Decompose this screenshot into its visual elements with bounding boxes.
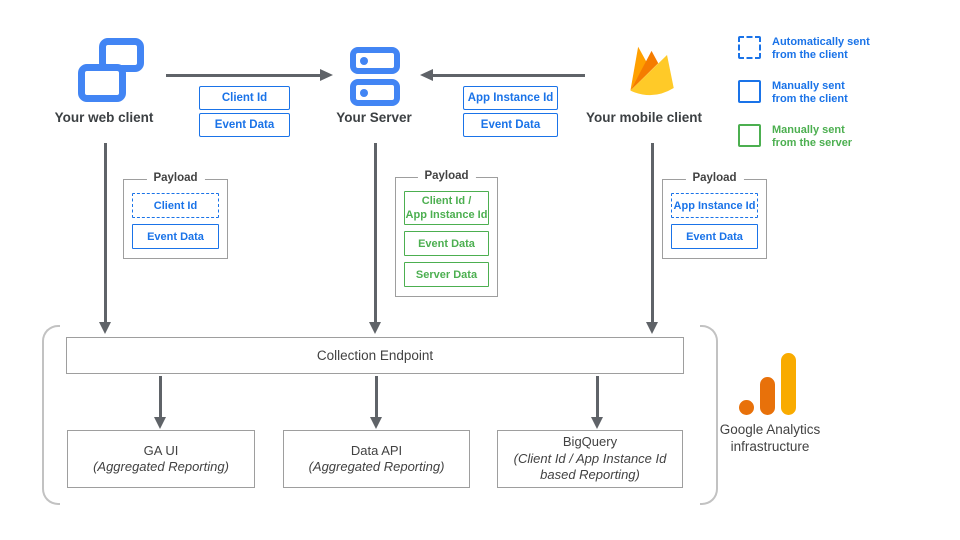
arrow-web-to-endpoint [104,143,107,323]
arrow-endpoint-to-gaui [159,376,162,417]
arrow-endpoint-to-dataapi [375,376,378,417]
window-front-shape [78,64,126,102]
legend-label: Manually sent from the server [772,124,853,149]
arrowhead-down-icon [646,322,658,334]
legend-label: Manually sent from the client [772,80,848,105]
output-subtitle: (Aggregated Reporting) [93,459,229,474]
payload-title: Payload [146,172,205,184]
legend: Automatically sent from the client Manua… [738,36,870,150]
infrastructure-caption: Google Analytics infrastructure [698,421,842,455]
output-title: BigQuery [562,434,618,450]
payload-item-client-or-app-instance-id: Client Id / App Instance Id [404,191,489,225]
mobile-client-label: Your mobile client [585,110,702,125]
ga-logo-dot [739,400,754,415]
output-data-api-box: Data API (Aggregated Reporting) [283,430,470,488]
payload-title: Payload [685,172,744,184]
arrowhead-left-icon [420,69,433,81]
infrastructure-caption-line2: infrastructure [730,439,810,454]
legend-swatch-solid-blue [738,80,761,103]
arrowhead-down-icon [369,322,381,334]
arrow-mobile-to-server [433,74,585,77]
output-bigquery-box: BigQuery (Client Id / App Instance Id ba… [497,430,683,488]
arrow-endpoint-to-bigquery [596,376,599,417]
payload-item-event-data: Event Data [132,224,219,249]
ga-logo-tall-bar [781,353,796,415]
output-subtitle: (Aggregated Reporting) [308,459,445,474]
google-analytics-logo [735,350,805,415]
server-icon [350,47,400,106]
legend-item-auto-client: Automatically sent from the client [738,36,870,62]
legend-swatch-dashed-blue [738,36,761,59]
web-client-label: Your web client [54,110,154,125]
firebase-flame-icon [617,37,683,105]
arrow-web-to-server [166,74,322,77]
arrowhead-down-icon [99,322,111,334]
server-label: Your Server [336,110,412,125]
infrastructure-caption-line1: Google Analytics [719,422,821,437]
param-app-instance-id: App Instance Id [463,86,558,110]
param-client-id: Client Id [199,86,290,110]
payload-server: Payload Client Id / App Instance Id Even… [395,170,498,297]
payload-title: Payload [417,170,476,182]
output-subtitle: (Client Id / App Instance Id based Repor… [513,450,667,483]
arrow-mobile-to-endpoint [651,143,654,323]
payload-item-app-instance-id: App Instance Id [671,193,758,218]
payload-item-event-data: Event Data [671,224,758,249]
legend-label: Automatically sent from the client [772,36,870,61]
legend-item-manual-server: Manually sent from the server [738,124,870,150]
payload-item-client-id: Client Id [132,193,219,218]
arrowhead-down-icon [154,417,166,429]
payload-item-event-data: Event Data [404,231,489,256]
payload-mobile-client: Payload App Instance Id Event Data [662,172,767,259]
server-unit-top [350,47,400,74]
output-title: Data API [350,442,403,458]
infrastructure-bracket-right [700,325,718,505]
param-event-data: Event Data [463,113,558,137]
server-led-icon [360,88,368,97]
infrastructure-bracket-left [42,325,60,505]
arrowhead-right-icon [320,69,333,81]
legend-swatch-solid-green [738,124,761,147]
web-client-icon [78,38,144,106]
arrowhead-down-icon [591,417,603,429]
payload-item-server-data: Server Data [404,262,489,287]
param-event-data: Event Data [199,113,290,137]
output-ga-ui-box: GA UI (Aggregated Reporting) [67,430,255,488]
server-led-icon [360,56,368,65]
server-unit-bottom [350,79,400,106]
arrow-server-to-endpoint [374,143,377,323]
output-title: GA UI [143,442,179,458]
payload-web-client: Payload Client Id Event Data [123,172,228,259]
arrowhead-down-icon [370,417,382,429]
collection-endpoint-box: Collection Endpoint [66,337,684,374]
ga-logo-mid-bar [760,377,775,415]
legend-item-manual-client: Manually sent from the client [738,80,870,106]
